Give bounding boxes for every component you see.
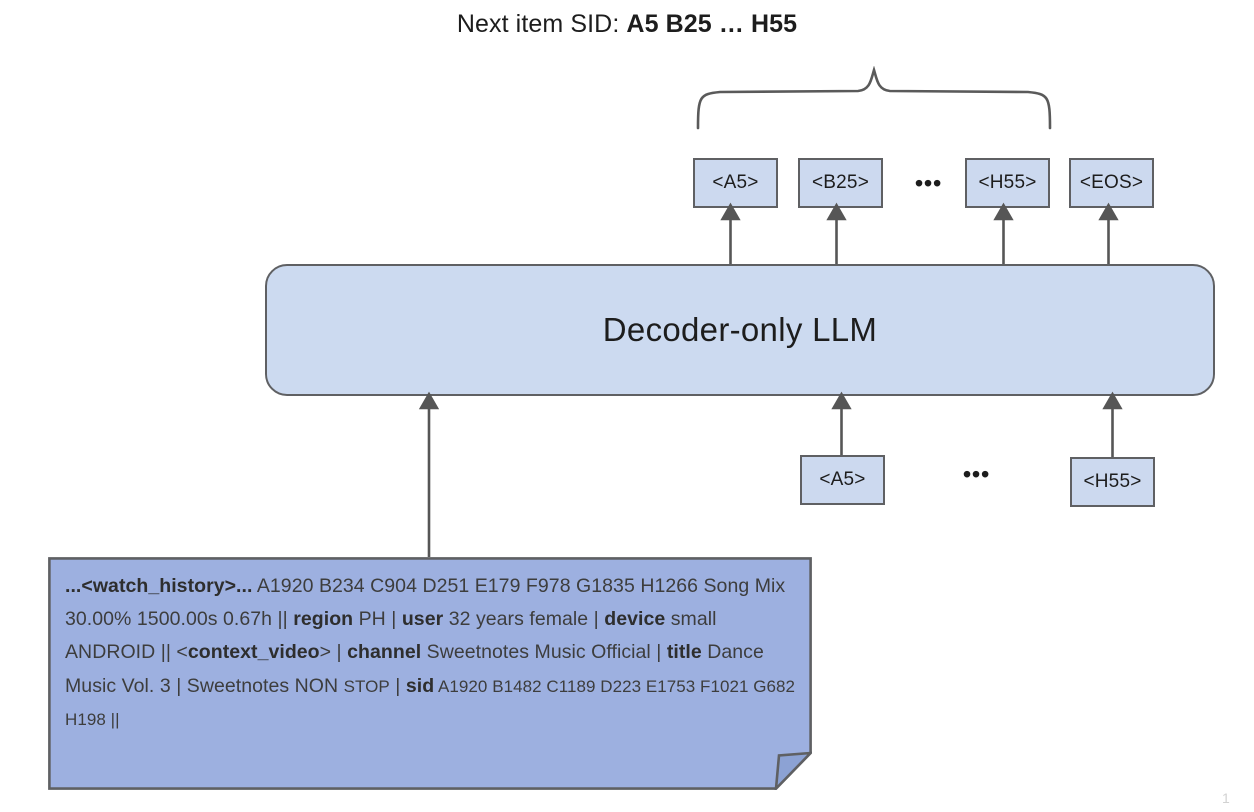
- output-token-b25[interactable]: <B25>: [798, 158, 883, 208]
- caption-lead: Next item SID:: [456, 10, 620, 38]
- prompt-segment-7: small ANDROID || <: [65, 608, 717, 664]
- prompt-segment-11: Sweetnotes Music Official |: [421, 641, 667, 664]
- output-token-h55-label: <H55>: [978, 172, 1037, 193]
- decoder-llm-block[interactable]: Decoder-only LLM: [265, 264, 1215, 396]
- prompt-segment-13: Dance Music Vol. 3 | Sweetnotes NON: [65, 641, 764, 697]
- prompt-segment-5: 32 years female |: [443, 608, 605, 631]
- decoder-llm-label: Decoder-only LLM: [602, 311, 878, 348]
- prompt-segment-16: sid: [405, 674, 435, 697]
- output-token-b25-label: <B25>: [812, 172, 869, 193]
- output-token-h55[interactable]: <H55>: [965, 158, 1050, 208]
- page-title: Next item SID: A5 B25 … H55: [0, 10, 1254, 39]
- output-ellipsis: •••: [915, 170, 943, 196]
- input-token-a5-label: <A5>: [819, 469, 866, 490]
- prompt-segment-10: channel: [347, 641, 422, 664]
- prompt-segment-14: STOP: [343, 676, 390, 696]
- output-token-a5-label: <A5>: [712, 172, 759, 193]
- input-token-h55-label: <H55>: [1083, 471, 1142, 492]
- prompt-note-text: ...<watch_history>... A1920 B234 C904 D2…: [65, 570, 798, 736]
- prompt-segment-2: region: [293, 608, 354, 631]
- prompt-segment-8: context_video: [187, 641, 320, 664]
- prompt-segment-9: > |: [319, 641, 348, 664]
- prompt-segment-12: title: [666, 641, 702, 664]
- prompt-segment-0: ...<watch_history>...: [65, 575, 253, 597]
- output-token-eos-label: <EOS>: [1079, 172, 1144, 193]
- prompt-segment-15: |: [389, 674, 406, 697]
- sid-group-brace: [696, 66, 1052, 130]
- page-number: 1: [1222, 790, 1230, 806]
- prompt-segment-3: PH |: [353, 608, 402, 631]
- prompt-segment-1: A1920 B234 C904 D251 E179 F978 G1835 H12…: [65, 575, 786, 631]
- prompt-segment-17: A1920 B1482 C1189 D223 E1753 F1021 G682 …: [65, 676, 796, 729]
- prompt-note-shape: [48, 557, 812, 790]
- input-token-a5[interactable]: <A5>: [800, 455, 885, 505]
- output-token-a5[interactable]: <A5>: [693, 158, 778, 208]
- prompt-segment-4: user: [401, 608, 444, 631]
- prompt-segment-6: device: [604, 608, 666, 631]
- input-ellipsis: •••: [963, 461, 991, 487]
- caption-sid-value: A5 B25 … H55: [626, 10, 798, 38]
- output-token-eos[interactable]: <EOS>: [1069, 158, 1154, 208]
- input-token-h55[interactable]: <H55>: [1070, 457, 1155, 507]
- prompt-note[interactable]: ...<watch_history>... A1920 B234 C904 D2…: [48, 557, 812, 790]
